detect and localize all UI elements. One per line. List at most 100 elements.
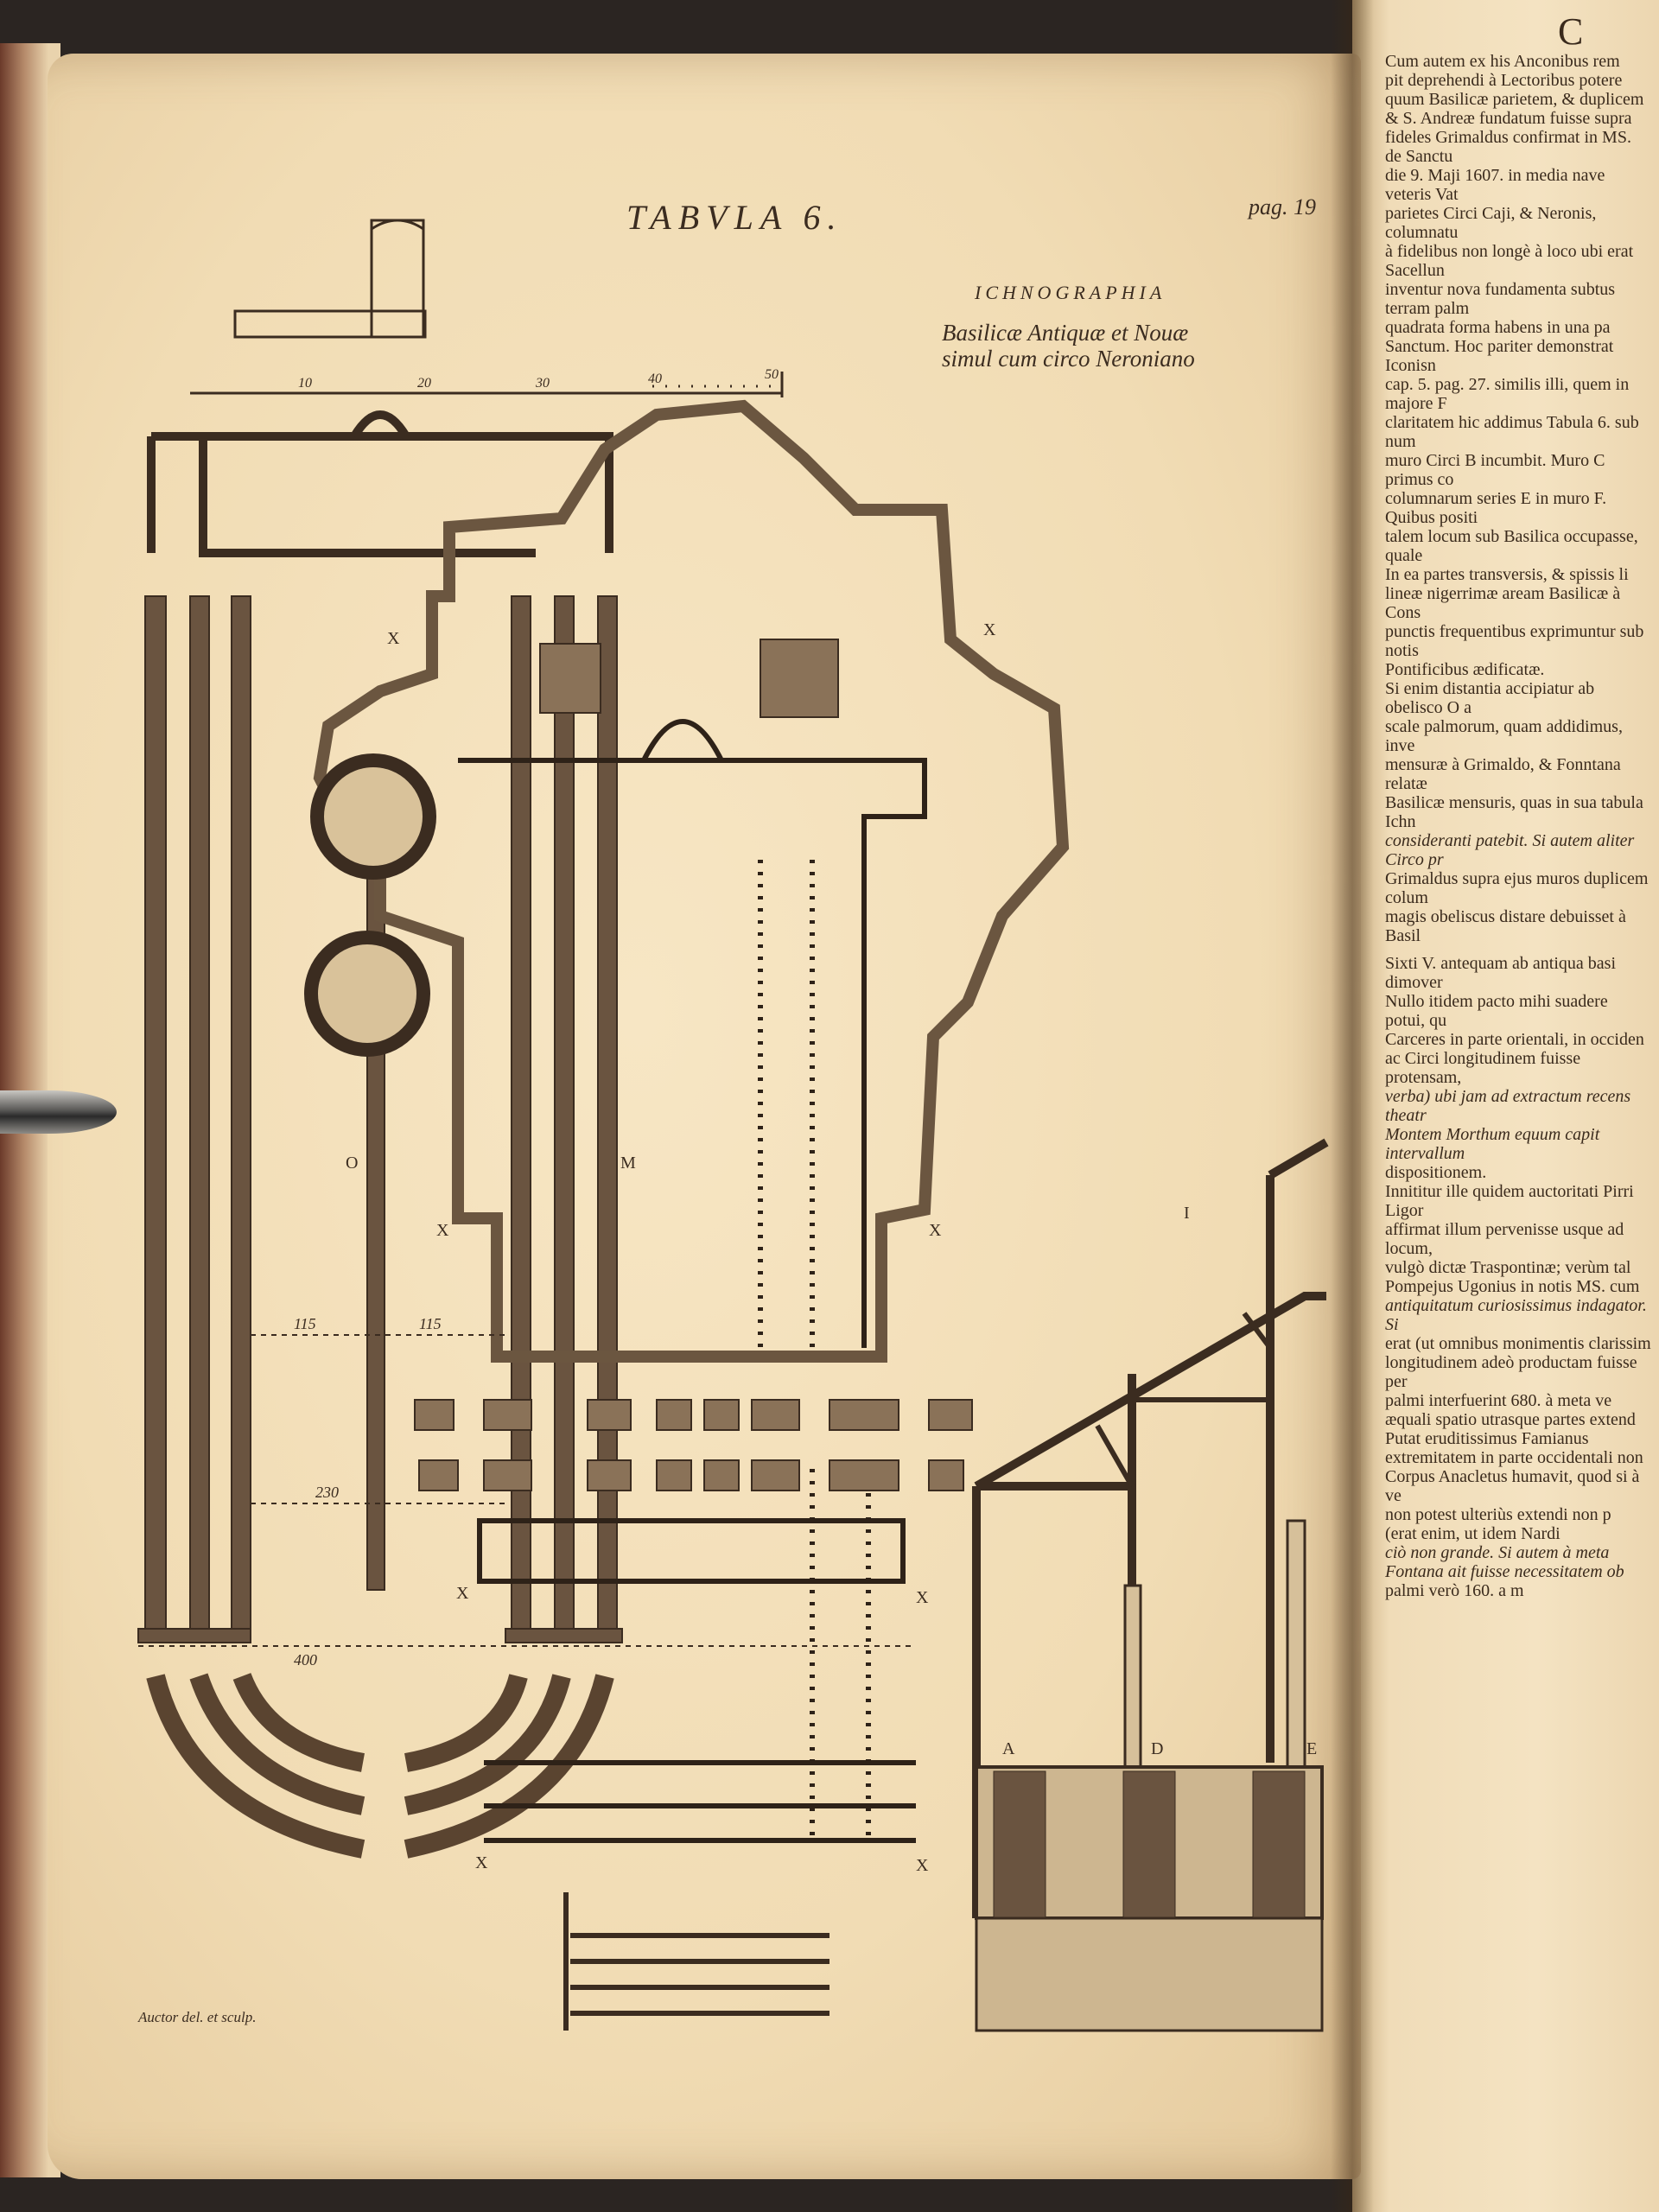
marker-x: X: [983, 620, 996, 639]
pen-pointer: [0, 1090, 117, 1134]
subtitle-line-2: simul cum circo Neroniano: [942, 346, 1195, 372]
text-line: mensuræ à Grimaldo, & Fonntana relatæ: [1385, 755, 1621, 793]
subtitle-line-1: Basilicæ Antiquæ et Nouæ: [942, 320, 1189, 346]
scale-bar: [190, 372, 784, 397]
circus-walls: [137, 595, 623, 1643]
right-page-text: C Cum autem ex his Anconibus rem pit dep…: [1385, 10, 1651, 1601]
dimension-label: 400: [294, 1651, 317, 1669]
engraver-credit: Auctor del. et sculp.: [138, 2009, 257, 2025]
obelisk-marker-o: O: [346, 1154, 358, 1173]
text-line: claritatem hic addimus Tabula 6. sub num: [1385, 413, 1639, 451]
text-line: consideranti patebit. Si autem aliter Ci…: [1385, 831, 1635, 869]
right-page: C Cum autem ex his Anconibus rem pit dep…: [1352, 0, 1659, 2212]
page-reference: pag. 19: [1249, 194, 1316, 219]
text-line: scale palmorum, quam addidimus, inve: [1385, 717, 1623, 755]
new-basilica-outline: [313, 399, 1070, 1363]
text-line: columnarum series E in muro F. Quibus po…: [1385, 489, 1607, 527]
scale-label: 40: [648, 372, 662, 386]
steps: [563, 1892, 830, 2031]
piers: [414, 639, 973, 1491]
text-line: lineæ nigerrimæ aream Basilicæ à Cons: [1385, 584, 1621, 622]
text-line: vulgò dictæ Traspontinæ; verùm tal: [1385, 1258, 1631, 1277]
text-line: Carceres in parte orientali, in occiden: [1385, 1030, 1644, 1049]
text-line: pit deprehendi à Lectoribus potere: [1385, 71, 1623, 90]
section-marker-e: E: [1306, 1739, 1317, 1758]
text-line: quadrata forma habens in una pa: [1385, 318, 1611, 337]
marker-x: X: [916, 1856, 929, 1875]
text-line: Si enim distantia accipiatur ab obelisco…: [1385, 679, 1595, 717]
text-line: Corpus Anacletus humavit, quod si à ve: [1385, 1467, 1640, 1505]
text-line: Pontificibus ædificatæ.: [1385, 660, 1545, 679]
scale-label: 10: [298, 376, 312, 391]
text-line: Basilicæ mensuris, quas in sua tabula Ic…: [1385, 793, 1643, 831]
text-line: ac Circi longitudinem fuisse protensam,: [1385, 1049, 1581, 1087]
text-line: die 9. Maji 1607. in media nave veteris …: [1385, 166, 1605, 204]
dimension-label: 230: [315, 1484, 339, 1501]
text-line: palmi verò 160. a m: [1385, 1581, 1524, 1600]
basilica-ground-plan: 10 20 30 40 50: [137, 219, 1329, 2032]
text-line: Putat eruditissimus Famianus: [1385, 1429, 1589, 1448]
text-line: longitudinem adeò productam fuisse per: [1385, 1353, 1637, 1391]
text-line: Cum autem ex his Anconibus rem: [1385, 52, 1620, 71]
scale-label: 50: [765, 367, 779, 382]
section-elevation: [972, 1138, 1329, 2032]
text-line: Innititur ille quidem auctoritati Pirri …: [1385, 1182, 1634, 1220]
text-line: fideles Grimaldus confirmat in MS. de Sa…: [1385, 128, 1631, 166]
text-line: ciò non grande. Si autem à meta: [1385, 1543, 1610, 1562]
text-line: extremitatem in parte occidentali non: [1385, 1448, 1643, 1467]
scale-label: 30: [535, 376, 550, 391]
book-gutter: [1331, 0, 1374, 2212]
text-line: Nullo itidem pacto mihi suadere potui, q…: [1385, 992, 1608, 1030]
marker-m: M: [620, 1154, 636, 1173]
text-line: à fidelibus non longè à loco ubi erat Sa…: [1385, 242, 1634, 280]
text-line: palmi interfuerint 680. à meta ve: [1385, 1391, 1612, 1410]
text-line: Montem Morthum equum capit intervallum: [1385, 1125, 1600, 1163]
text-line: talem locum sub Basilica occupasse, qual…: [1385, 527, 1638, 565]
text-line: Fontana ait fuisse necessitatem ob: [1385, 1562, 1624, 1581]
top-buildings: [147, 410, 613, 557]
section-marker-a: A: [1002, 1739, 1015, 1758]
text-line: & S. Andreæ fundatum fuisse supra: [1385, 109, 1632, 128]
paragraph-gap: [1385, 945, 1651, 954]
marker-x: X: [916, 1588, 929, 1607]
section-marker-d: D: [1151, 1739, 1163, 1758]
text-line: Sixti V. antequam ab antiqua basi dimove…: [1385, 954, 1617, 992]
dimension-lines: [138, 1334, 916, 1647]
text-line: magis obeliscus distare debuisset à Basi…: [1385, 907, 1626, 945]
dimension-label: 115: [294, 1315, 316, 1332]
text-line: muro Circi B incumbit. Muro C primus co: [1385, 451, 1605, 489]
text-line: cap. 5. pag. 27. similis illi, quem in m…: [1385, 375, 1630, 413]
scale-label: 20: [417, 376, 431, 391]
marker-x: X: [475, 1853, 488, 1872]
section-marker-i: I: [1184, 1204, 1190, 1223]
circus-curved-end: [146, 1672, 614, 1859]
marker-x: X: [436, 1221, 449, 1240]
text-line: (erat enim, ut idem Nardi: [1385, 1524, 1560, 1543]
plate-heading: ICHNOGRAPHIA: [975, 282, 1166, 303]
text-line: parietes Circi Caji, & Neronis, columnat…: [1385, 204, 1597, 242]
text-line: Grimaldus supra ejus muros duplicem colu…: [1385, 869, 1649, 907]
key-plan-inset: [233, 219, 427, 339]
text-line: non potest ulteriùs extendi non p: [1385, 1505, 1611, 1524]
text-line: erat (ut omnibus monimentis clarissim: [1385, 1334, 1651, 1353]
old-basilica: [458, 719, 927, 1843]
text-line: Pompejus Ugonius in notis MS. cum: [1385, 1277, 1640, 1296]
marker-x: X: [387, 629, 400, 648]
plate-subtitle: Basilicæ Antiquæ et Nouæ simul cum circo…: [942, 320, 1195, 372]
rotundas: [304, 753, 436, 1057]
marker-x: X: [456, 1584, 469, 1603]
text-line: affirmat illum pervenisse usque ad locum…: [1385, 1220, 1624, 1258]
marker-x: X: [929, 1221, 942, 1240]
drop-initial: C: [1558, 10, 1584, 53]
text-line: verba) ubi jam ad extractum recens theat…: [1385, 1087, 1631, 1125]
text-line: quum Basilicæ parietem, & duplicem: [1385, 90, 1644, 109]
text-line: antiquitatum curiosissimus indagator. Si: [1385, 1296, 1647, 1334]
dimension-label: 115: [419, 1315, 442, 1332]
plate-title: TABVLA 6.: [626, 198, 843, 237]
text-line: dispositionem.: [1385, 1163, 1487, 1182]
text-line: æquali spatio utrasque partes extend: [1385, 1410, 1636, 1429]
text-line: In ea partes transversis, & spissis li: [1385, 565, 1629, 584]
text-line: Sanctum. Hoc pariter demonstrat Iconisn: [1385, 337, 1614, 375]
text-line: punctis frequentibus exprimuntur sub not…: [1385, 622, 1644, 660]
text-line: inventur nova fundamenta subtus terram p…: [1385, 280, 1616, 318]
